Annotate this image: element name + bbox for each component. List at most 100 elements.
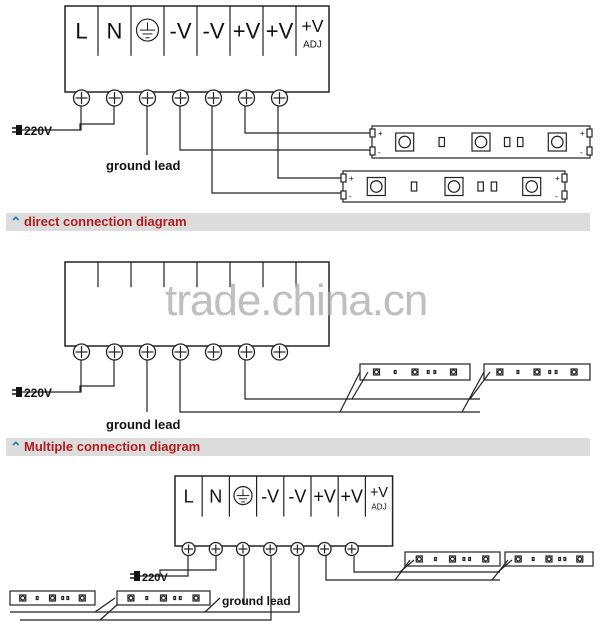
section-title: Multiple connection diagram	[24, 439, 201, 454]
led-chip	[192, 594, 200, 602]
wire	[10, 556, 300, 613]
strip-pad	[561, 190, 568, 200]
wire	[20, 106, 82, 131]
led-chip-lens	[412, 369, 418, 375]
led-chip	[127, 594, 135, 602]
led-strip	[483, 363, 591, 381]
wire	[244, 360, 480, 400]
resistor	[145, 595, 149, 601]
plus-sign: +	[580, 129, 585, 138]
led-chip	[48, 594, 57, 602]
led-strip	[9, 590, 96, 606]
plus-sign: +	[378, 129, 383, 138]
resistor	[426, 369, 430, 375]
led-chip	[411, 368, 419, 376]
led-chip	[372, 368, 381, 376]
led-chip-lens	[546, 556, 552, 562]
ground-lead-label: ground lead	[106, 158, 180, 173]
watermark: trade.china.cn	[165, 276, 428, 325]
led-chip-lens	[49, 595, 56, 601]
resistor	[433, 556, 437, 562]
ground-symbol-icon	[135, 18, 160, 42]
wire	[94, 597, 116, 613]
wire	[20, 360, 82, 393]
terminal-label: +V	[313, 487, 336, 507]
led-chip	[533, 368, 541, 376]
terminal-label: -V	[170, 19, 192, 44]
led-chip	[395, 132, 415, 152]
resistor	[503, 136, 511, 148]
strip-pad	[586, 146, 593, 156]
led-chip-lens	[398, 135, 412, 149]
strip-pad	[561, 173, 568, 183]
minus-sign: -	[580, 148, 583, 157]
led-strip	[404, 551, 501, 567]
wire	[325, 556, 500, 581]
strip-pad	[586, 128, 593, 138]
resistor	[173, 595, 177, 601]
resistor	[516, 369, 520, 375]
resistor	[554, 369, 558, 375]
plus-sign: +	[555, 174, 560, 183]
led-chip-lens	[373, 369, 380, 375]
led-chip	[366, 176, 386, 197]
led-chip	[444, 176, 464, 197]
wire	[179, 360, 480, 413]
led-chip	[514, 555, 522, 563]
led-chip-lens	[450, 369, 457, 375]
wire	[244, 106, 374, 134]
resistor	[35, 595, 39, 601]
ground-lead-label: ground lead	[222, 594, 291, 608]
power-plug-icon	[134, 571, 140, 581]
terminal-label: +V	[341, 487, 364, 507]
wire	[140, 556, 189, 577]
wire	[79, 360, 115, 392]
led-chip	[448, 555, 457, 563]
plus-sign: +	[349, 174, 354, 183]
resistor	[66, 595, 70, 601]
resistor	[433, 369, 437, 375]
terminal-label: L	[184, 487, 194, 507]
led-chip	[496, 368, 504, 376]
ground-lead-label: ground lead	[106, 417, 180, 432]
terminal-label: +V	[370, 485, 388, 501]
voltage-label: 220V	[142, 572, 168, 584]
led-strip	[371, 125, 591, 159]
terminal-label: N	[209, 487, 222, 507]
led-chip-lens	[416, 556, 422, 562]
led-chip	[159, 594, 168, 602]
minus-sign: -	[378, 148, 381, 157]
adj-label: ADJ	[303, 39, 322, 50]
strip-pad	[340, 173, 347, 183]
wire	[211, 106, 345, 194]
led-chip-lens	[160, 595, 167, 601]
double-chevron-up-icon: ⌃	[10, 214, 22, 230]
strip-pad	[369, 128, 376, 138]
resistor	[563, 556, 567, 562]
resistor	[410, 181, 418, 192]
led-chip-lens	[449, 556, 456, 562]
led-chip-lens	[550, 135, 564, 149]
wire	[179, 106, 374, 151]
terminal-label: -V	[288, 487, 306, 507]
wire	[79, 106, 115, 130]
led-chip-lens	[79, 595, 85, 601]
voltage-label: 220V	[24, 386, 52, 400]
led-chip	[19, 594, 27, 602]
resistor	[558, 556, 562, 562]
adj-label: ADJ	[371, 503, 386, 512]
wire	[351, 371, 369, 400]
resistor	[468, 556, 472, 562]
resistor	[531, 556, 535, 562]
wire	[469, 371, 491, 400]
section-header-multiple: ⌃ Multiple connection diagram	[6, 438, 590, 456]
resistor	[462, 556, 466, 562]
strip-pad	[369, 146, 376, 156]
led-chip-lens	[447, 180, 461, 193]
led-chip	[545, 555, 553, 563]
led-chip	[449, 368, 458, 376]
wire	[353, 556, 500, 573]
terminal-label: N	[107, 19, 123, 44]
led-chip	[547, 132, 567, 152]
